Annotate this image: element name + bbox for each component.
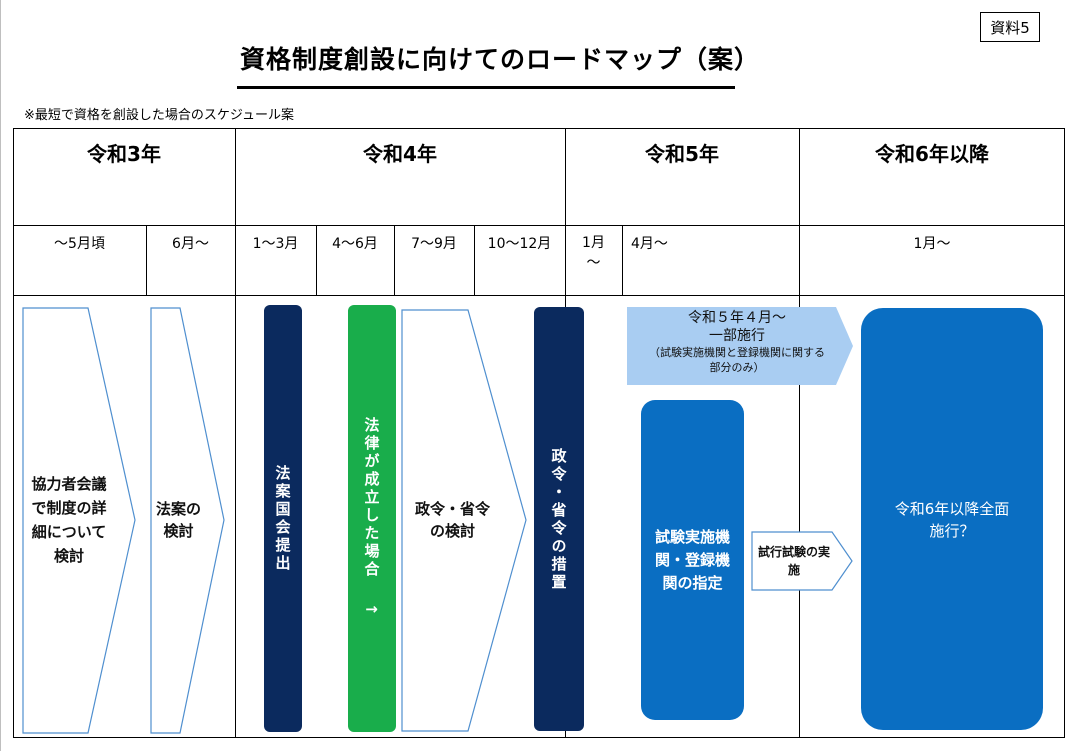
step-chevron-seirei-kento xyxy=(401,309,527,732)
document-tag: 資料5 xyxy=(980,12,1040,42)
month-header: 1月〜 xyxy=(913,236,951,252)
step-arrow-ichibu-shiko xyxy=(627,307,853,385)
year-header: 令和5年 xyxy=(645,142,719,166)
step-label-houritsu-seiritsu: 法律が成立した場合 → xyxy=(362,416,381,621)
month-header: 6月〜 xyxy=(172,236,209,252)
ichibu-shiko-title: 令和５年４月〜 xyxy=(688,310,786,326)
year-header: 令和4年 xyxy=(363,142,437,166)
page-edge xyxy=(0,0,1,751)
year-header: 令和3年 xyxy=(87,142,161,166)
month-header: 4〜6月 xyxy=(332,236,378,252)
year-divider xyxy=(235,128,236,738)
step-label-seirei-kento: 政令・省令の検討 xyxy=(414,500,490,540)
step-box-zenmen-shiko xyxy=(861,308,1043,730)
year-divider xyxy=(799,128,800,738)
step-chevron-houan-kento xyxy=(150,307,225,734)
month-divider xyxy=(146,225,147,295)
step-label-shikou-shiken: 試行試験の実施 xyxy=(757,545,830,577)
month-header: 1月 〜 xyxy=(582,235,605,271)
roadmap-table: 令和3年 令和4年 令和5年 令和6年以降 〜5月頃 6月〜 1〜3月 4〜6月… xyxy=(13,128,1065,738)
page-title: 資格制度創設に向けてのロードマップ（案） xyxy=(239,45,760,74)
step-box-shiken-kikan xyxy=(641,400,744,720)
month-divider xyxy=(316,225,317,295)
schedule-note: ※最短で資格を創設した場合のスケジュール案 xyxy=(24,108,294,123)
table-border-top xyxy=(13,128,1065,129)
month-header: 4月〜 xyxy=(631,236,668,252)
ichibu-shiko-note: （試験実施機関と登録機関に関する部分のみ） xyxy=(649,346,825,374)
table-border-right xyxy=(1064,128,1065,738)
step-label-houan-teishutsu: 法案国会提出 xyxy=(273,464,292,573)
table-border-bottom xyxy=(13,737,1065,738)
ichibu-shiko-sub: 一部施行 xyxy=(709,328,765,344)
title-underline xyxy=(237,86,735,89)
row-divider-year xyxy=(13,225,1065,226)
step-bar-houritsu-seiritsu xyxy=(348,305,396,732)
month-header: 〜5月頃 xyxy=(54,236,105,252)
step-label-kyoryokusha: 協力者会議で制度の詳細について検討 xyxy=(31,475,107,565)
step-label-seirei-sochi: 政令・省令の措置 xyxy=(549,448,568,592)
step-label-zenmen-shiko: 令和6年以降全面施行？ xyxy=(894,500,1010,540)
row-divider-month xyxy=(13,295,1065,296)
month-header: 7〜9月 xyxy=(411,236,457,252)
step-bar-seirei-sochi xyxy=(534,307,584,731)
month-divider xyxy=(394,225,395,295)
step-arrow-shikou-shiken xyxy=(751,531,853,591)
step-label-shiken-kikan: 試験実施機関・登録機関の指定 xyxy=(654,527,730,592)
step-chevron-kyoryokusha xyxy=(22,307,136,734)
month-divider xyxy=(622,225,623,295)
step-bar-houan-teishutsu xyxy=(264,305,302,732)
step-label-ichibu-shiko: 令和５年４月〜 一部施行 （試験実施機関と登録機関に関する部分のみ） xyxy=(627,309,847,385)
month-divider xyxy=(474,225,475,295)
month-header: 10〜12月 xyxy=(487,236,552,252)
step-label-houan-kento: 法案の検討 xyxy=(156,500,202,540)
table-border-left xyxy=(13,128,14,738)
month-header: 1〜3月 xyxy=(252,236,299,252)
year-header: 令和6年以降 xyxy=(875,142,989,166)
